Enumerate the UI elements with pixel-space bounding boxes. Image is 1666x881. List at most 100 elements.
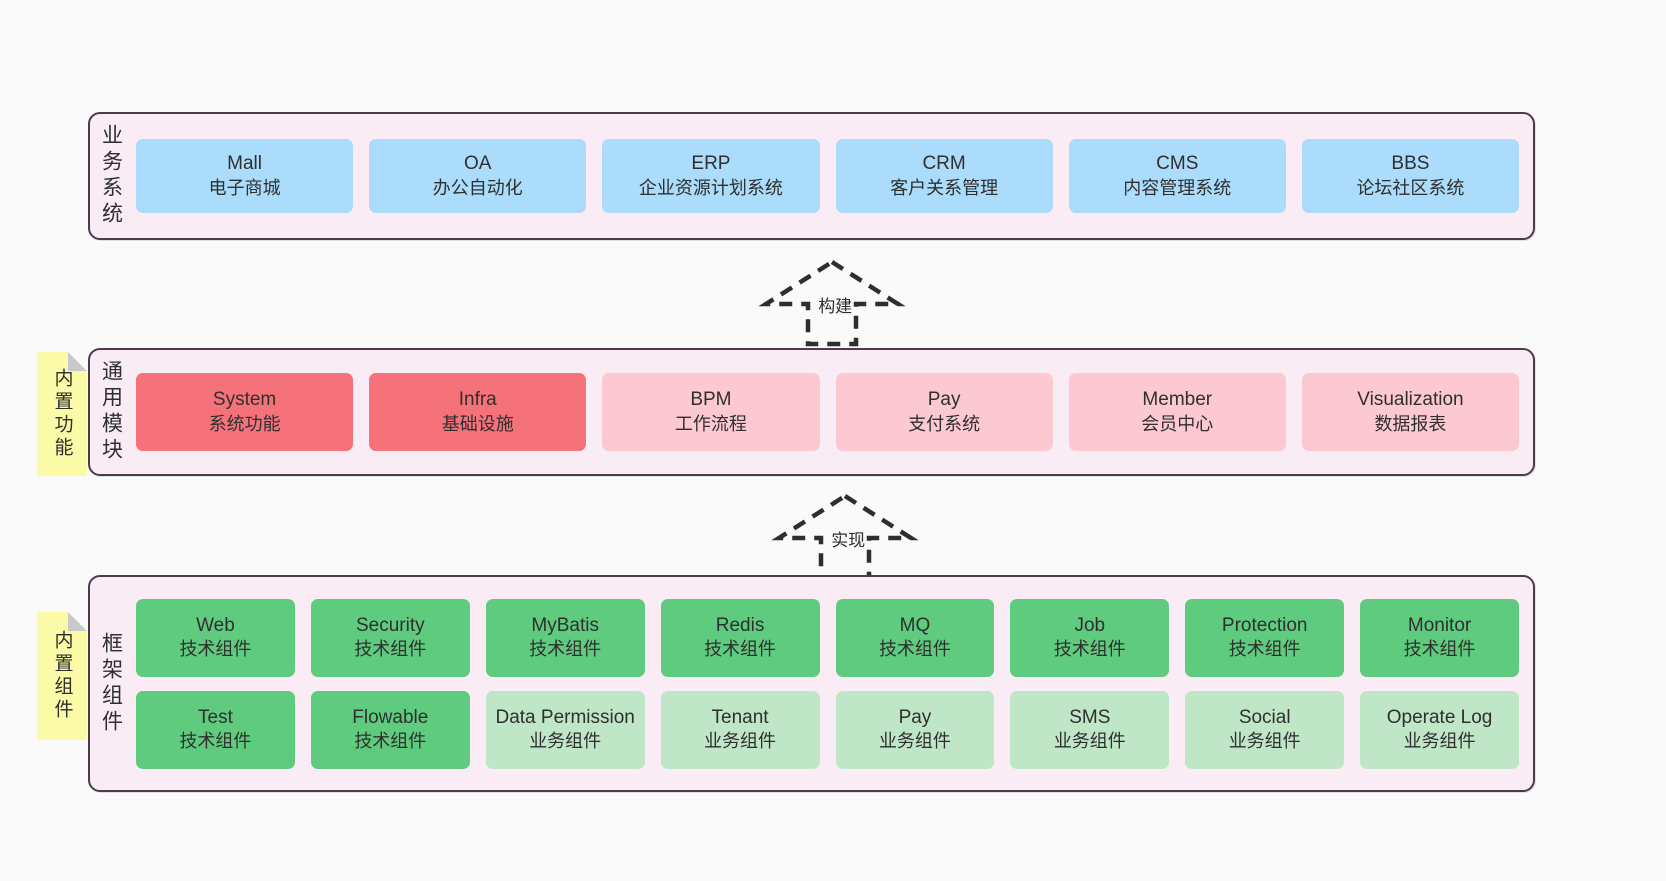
layer-framework-component-cards: Web 技术组件 Security 技术组件 MyBatis 技术组件 Redi… — [132, 577, 1533, 790]
card-cms-title: CMS — [1156, 153, 1199, 175]
card-data-permission-title: Data Permission — [495, 706, 635, 728]
card-crm[interactable]: CRM 客户关系管理 — [835, 139, 1053, 213]
card-security-title: Security — [355, 614, 425, 636]
card-crm-title: CRM — [922, 153, 966, 175]
card-bpm[interactable]: BPM 工作流程 — [602, 373, 820, 451]
card-flowable-desc: 技术组件 — [354, 731, 427, 752]
card-security-desc: 技术组件 — [354, 639, 427, 660]
card-data-permission[interactable]: Data Permission 业务组件 — [485, 690, 645, 769]
card-erp-desc: 企业资源计划系统 — [638, 177, 783, 198]
arrow-build-label: 构建 — [818, 297, 853, 316]
card-mq[interactable]: MQ 技术组件 — [835, 598, 995, 677]
card-oa[interactable]: OA 办公自动化 — [369, 139, 587, 213]
card-bbs-desc: 论坛社区系统 — [1356, 177, 1465, 198]
card-redis-title: Redis — [715, 614, 765, 636]
card-infra-desc: 基础设施 — [441, 413, 514, 434]
card-job-title: Job — [1074, 614, 1106, 636]
card-operate-log-title: Operate Log — [1386, 706, 1493, 728]
card-bpm-title: BPM — [690, 389, 732, 411]
card-visualization-title: Visualization — [1357, 389, 1464, 411]
card-data-permission-desc: 业务组件 — [529, 731, 602, 752]
card-flowable[interactable]: Flowable 技术组件 — [310, 690, 470, 769]
card-mybatis[interactable]: MyBatis 技术组件 — [485, 598, 645, 677]
card-mall-desc: 电子商城 — [208, 177, 281, 198]
card-protection-title: Protection — [1221, 614, 1308, 636]
card-system[interactable]: System 系统功能 — [136, 373, 354, 451]
card-sms[interactable]: SMS 业务组件 — [1010, 690, 1170, 769]
card-operate-log[interactable]: Operate Log 业务组件 — [1360, 690, 1519, 769]
arrow-implement-label: 实现 — [831, 531, 866, 550]
card-member-title: Member — [1142, 389, 1213, 411]
card-pay-module[interactable]: Pay 支付系统 — [835, 373, 1053, 451]
layer-framework-component-label: 框架组件 — [99, 631, 123, 736]
card-sms-desc: 业务组件 — [1053, 731, 1126, 752]
card-infra[interactable]: Infra 基础设施 — [369, 373, 587, 451]
card-member[interactable]: Member 会员中心 — [1068, 373, 1286, 451]
card-web-desc: 技术组件 — [179, 639, 252, 660]
card-cms[interactable]: CMS 内容管理系统 — [1068, 139, 1286, 213]
card-monitor-title: Monitor — [1407, 614, 1472, 636]
card-web-title: Web — [196, 614, 235, 636]
card-pay-component-title: Pay — [898, 706, 932, 728]
card-test-desc: 技术组件 — [179, 731, 252, 752]
card-pay-module-title: Pay — [927, 389, 961, 411]
card-monitor-desc: 技术组件 — [1403, 639, 1476, 660]
card-pay-module-desc: 支付系统 — [908, 413, 981, 434]
card-mybatis-title: MyBatis — [531, 614, 599, 636]
arrow-implement-icon — [771, 493, 919, 581]
card-operate-log-desc: 业务组件 — [1403, 731, 1476, 752]
card-oa-title: OA — [464, 153, 492, 175]
layer-business-system: 业务系统 Mall 电子商城 OA 办公自动化 ERP 企业资源计划系统 CRM… — [88, 112, 1535, 240]
card-pay-component-desc: 业务组件 — [878, 731, 951, 752]
card-test-title: Test — [198, 706, 233, 728]
card-mall[interactable]: Mall 电子商城 — [136, 139, 354, 213]
note-builtin-components: 内置组件 — [37, 612, 87, 740]
card-bbs-title: BBS — [1391, 153, 1430, 175]
card-social[interactable]: Social 业务组件 — [1185, 690, 1345, 769]
card-web[interactable]: Web 技术组件 — [136, 598, 295, 677]
card-sms-title: SMS — [1069, 706, 1111, 728]
card-system-desc: 系统功能 — [208, 413, 281, 434]
card-security[interactable]: Security 技术组件 — [310, 598, 470, 677]
card-visualization[interactable]: Visualization 数据报表 — [1301, 373, 1520, 451]
card-protection[interactable]: Protection 技术组件 — [1185, 598, 1345, 677]
note-builtin-components-label: 内置组件 — [51, 630, 73, 722]
card-mq-desc: 技术组件 — [878, 639, 951, 660]
arrow-build-icon — [758, 259, 906, 347]
card-test[interactable]: Test 技术组件 — [136, 690, 295, 769]
card-erp[interactable]: ERP 企业资源计划系统 — [602, 139, 820, 213]
card-mall-title: Mall — [227, 153, 262, 175]
note-builtin-features-label: 内置功能 — [51, 368, 73, 460]
card-mybatis-desc: 技术组件 — [529, 639, 602, 660]
card-infra-title: Infra — [458, 389, 497, 411]
layer-common-module-cards: System 系统功能 Infra 基础设施 BPM 工作流程 Pay 支付系统… — [132, 350, 1533, 474]
card-monitor[interactable]: Monitor 技术组件 — [1360, 598, 1519, 677]
layer-framework-component: 框架组件 Web 技术组件 Security 技术组件 MyBatis 技术组件… — [88, 575, 1535, 792]
card-job[interactable]: Job 技术组件 — [1010, 598, 1170, 677]
arrow-build: 构建 — [752, 258, 912, 347]
card-tenant[interactable]: Tenant 业务组件 — [660, 690, 820, 769]
card-system-title: System — [212, 389, 277, 411]
layer-business-system-cards: Mall 电子商城 OA 办公自动化 ERP 企业资源计划系统 CRM 客户关系… — [132, 114, 1533, 238]
card-bpm-desc: 工作流程 — [674, 413, 747, 434]
card-member-desc: 会员中心 — [1141, 413, 1214, 434]
card-visualization-desc: 数据报表 — [1374, 413, 1447, 434]
card-tenant-title: Tenant — [711, 706, 769, 728]
card-redis-desc: 技术组件 — [704, 639, 777, 660]
card-redis[interactable]: Redis 技术组件 — [660, 598, 820, 677]
card-crm-desc: 客户关系管理 — [890, 177, 999, 198]
card-protection-desc: 技术组件 — [1228, 639, 1301, 660]
layer-common-module: 通用模块 System 系统功能 Infra 基础设施 BPM 工作流程 Pay… — [88, 348, 1535, 476]
card-social-desc: 业务组件 — [1228, 731, 1301, 752]
card-social-title: Social — [1238, 706, 1291, 728]
framework-row-business: Test 技术组件 Flowable 技术组件 Data Permission … — [136, 690, 1519, 769]
note-builtin-features: 内置功能 — [37, 352, 87, 476]
layer-common-module-label: 通用模块 — [99, 360, 123, 464]
layer-business-system-label: 业务系统 — [99, 124, 123, 228]
card-bbs[interactable]: BBS 论坛社区系统 — [1301, 139, 1520, 213]
card-mq-title: MQ — [899, 614, 931, 636]
card-cms-desc: 内容管理系统 — [1123, 177, 1232, 198]
card-pay-component[interactable]: Pay 业务组件 — [835, 690, 995, 769]
arrow-implement: 实现 — [765, 492, 925, 581]
